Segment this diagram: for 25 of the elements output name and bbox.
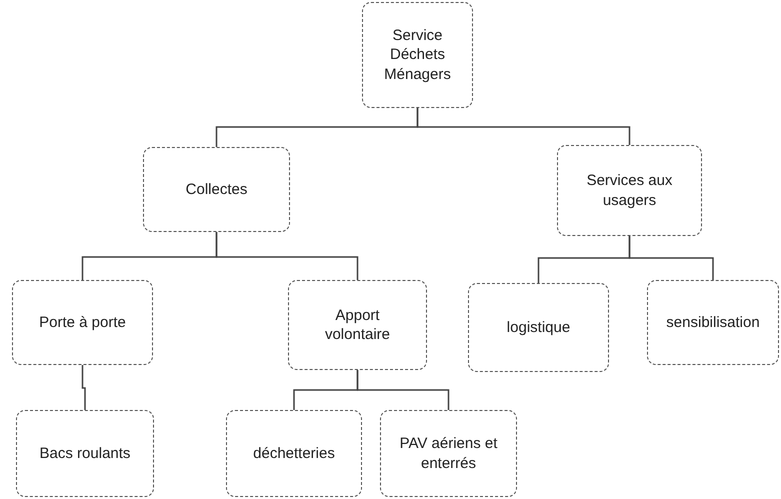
box-label: logistique [506,318,570,338]
org-box [557,145,702,236]
connector-line [416,108,630,145]
org-box [380,410,517,497]
box-label: déchetteries [253,444,335,464]
org-box [468,283,609,372]
box-label: Apport volontaire [324,306,392,344]
org-box [226,410,362,497]
box-label: Service Déchets Ménagers [383,26,452,84]
box-label: Collectes [186,180,248,200]
org-box [16,410,154,497]
box-label: Services aux usagers [586,171,674,210]
box-label: Bacs roulants [40,444,130,464]
org-box [12,280,153,365]
box-label: PAV aériens et enterrés [398,434,498,473]
org-box [288,280,427,370]
org-box [362,2,473,108]
connector-line [216,232,358,280]
org-box [143,147,290,232]
box-label: Porte à porte [39,312,126,332]
connector-line [82,365,86,410]
box-label: sensibilisation [666,312,760,332]
connector-line [356,370,450,410]
org-box [647,280,779,365]
connector-line [628,236,714,280]
